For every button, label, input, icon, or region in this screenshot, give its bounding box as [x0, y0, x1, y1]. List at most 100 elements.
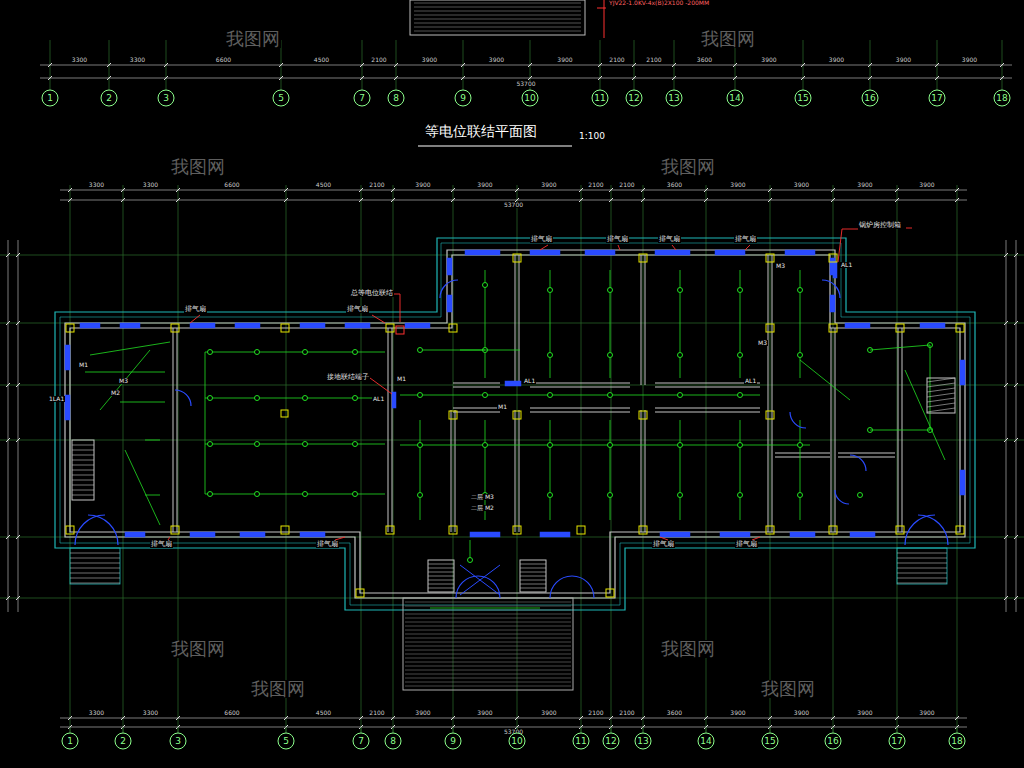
step-outline — [410, 0, 585, 35]
dimension-tick — [1014, 438, 1018, 442]
window — [190, 532, 215, 537]
axis-number: 5 — [277, 732, 295, 750]
dimension-tick — [1014, 383, 1018, 387]
light-fixture — [353, 492, 358, 497]
dimension-tick — [68, 716, 72, 720]
watermark: 我图网 — [700, 30, 756, 48]
dimension-line — [18, 240, 19, 612]
stair-tread — [72, 475, 94, 476]
dimension: 6600 — [223, 710, 240, 716]
axis-bubble: 2 — [100, 89, 118, 107]
step-line — [405, 642, 571, 643]
watermark: 我图网 — [170, 158, 226, 176]
door-label: 二层 M2 — [470, 505, 495, 511]
stair-tread — [72, 450, 94, 451]
lighting-wire — [800, 360, 850, 400]
plan-group — [0, 0, 1024, 733]
grid-line — [361, 185, 362, 733]
dimension-line — [1006, 240, 1007, 612]
dimension-tick — [68, 188, 72, 192]
inner-wall — [655, 412, 760, 413]
door-label: M1 — [78, 362, 89, 368]
axis-bubble: 14 — [726, 89, 744, 107]
lighting-wire — [905, 370, 945, 460]
axis-number: 9 — [454, 89, 472, 107]
light-fixture — [483, 443, 488, 448]
stair — [520, 560, 546, 592]
window — [65, 395, 70, 420]
stair-tread — [927, 408, 955, 412]
axis-circle-outline — [889, 733, 905, 749]
door-swing — [456, 576, 478, 598]
dimension-tick — [451, 188, 455, 192]
dimension-tick — [16, 253, 20, 257]
door-swing — [572, 576, 594, 598]
dimension: 3300 — [142, 182, 159, 188]
lighting-wire — [610, 270, 611, 378]
callout-label: 锅炉房控制箱 — [858, 222, 902, 229]
fan-label: 排气扇 — [734, 236, 757, 243]
dimension: 3300 — [88, 710, 105, 716]
column — [449, 324, 457, 332]
inner-wall — [768, 255, 769, 532]
axis-number: 13 — [665, 89, 683, 107]
stair-tread — [520, 564, 546, 565]
axis-bubble: 7 — [353, 89, 371, 107]
axis-circle-outline — [101, 90, 117, 106]
outer-wall — [70, 255, 960, 593]
step-line — [405, 650, 571, 651]
lighting-wire — [550, 270, 551, 378]
inner-wall — [453, 412, 500, 413]
column — [356, 589, 364, 597]
door-label: M1 — [497, 404, 508, 410]
column — [896, 526, 904, 534]
column — [829, 324, 837, 332]
dimension: 3600 — [666, 182, 683, 188]
door-mark — [460, 565, 500, 595]
dimension: 4500 — [315, 182, 332, 188]
column — [281, 526, 289, 534]
step-line — [414, 7, 581, 8]
light-fixture — [208, 396, 213, 401]
dimension-tick — [768, 198, 772, 202]
dimension-tick — [641, 716, 645, 720]
axis-bubble: 16 — [861, 89, 879, 107]
axis-circle-outline — [592, 90, 608, 106]
dimension-tick — [733, 63, 737, 67]
lighting-wire — [740, 270, 741, 378]
dimension-tick — [955, 198, 959, 202]
dimension-tick — [16, 438, 20, 442]
dimension-tick — [1014, 321, 1018, 325]
dimension-tick — [955, 188, 959, 192]
step-line — [414, 27, 581, 28]
column — [639, 411, 647, 419]
axis-circle-outline — [698, 733, 714, 749]
axis-number: 16 — [861, 89, 879, 107]
stair-tread — [927, 378, 955, 382]
dimension: 2100 — [368, 182, 385, 188]
dimension-tick — [733, 76, 737, 80]
grid-line — [833, 727, 834, 733]
axis-number: 18 — [993, 89, 1011, 107]
step-line — [405, 610, 571, 611]
step-line — [405, 678, 571, 679]
stair-tread — [72, 465, 94, 466]
fan-label: 排气扇 — [735, 541, 758, 548]
dimension: 3900 — [895, 57, 912, 63]
dimension-tick — [121, 188, 125, 192]
axis-circle-outline — [626, 90, 642, 106]
light-fixture — [255, 442, 260, 447]
stair-tread — [72, 455, 94, 456]
dimension-tick — [121, 198, 125, 202]
window — [660, 532, 690, 537]
dimension-tick — [768, 716, 772, 720]
window — [845, 323, 870, 328]
light-fixture — [858, 493, 863, 498]
dimension-line — [40, 78, 1012, 79]
axis-bubble: 9 — [444, 732, 462, 750]
grid-line — [0, 440, 1024, 441]
window — [465, 250, 500, 255]
dimension-tick — [176, 716, 180, 720]
step-line — [70, 563, 120, 564]
axis-bubble: 7 — [352, 732, 370, 750]
